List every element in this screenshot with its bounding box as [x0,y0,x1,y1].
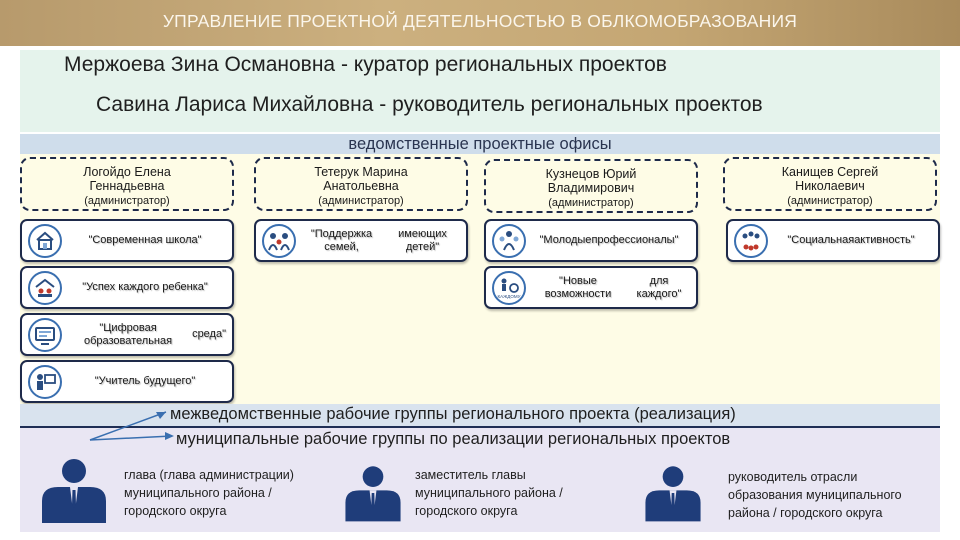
project-label-line2: профессионалы" [591,234,679,246]
project-label-line2: среда" [192,328,226,340]
project-label: "Поддержка семей, имеющих детей" [298,221,460,260]
admin-role: (администратор) [787,195,873,207]
new-opportunities-icon: КАЖДОМУ [492,270,526,305]
project-label-line1: "Цифровая образовательная [83,321,173,347]
project-label-line1: "Новые возможности [544,274,612,300]
interdepartmental-label: межведомственные рабочие группы регионал… [170,405,736,423]
admin-box-teteruk: Тетерук Марина Анатольевна (администрато… [254,157,468,211]
project-teacher-future[interactable]: "Учитель будущего" [20,360,234,403]
digital-screen-icon [28,317,62,352]
social-activity-icon [734,223,768,258]
offices-label: ведомственные проектные офисы [348,135,612,153]
person-icon [345,466,401,522]
head-text: Савина Лариса Михайловна - руководитель … [96,93,763,116]
section-divider [20,426,940,428]
admin-box-kanishchev: Канищев Сергей Николаевич (администратор… [723,157,937,211]
project-child-success[interactable]: "Успех каждого ребенка" [20,266,234,309]
person-line: городского округа [124,504,227,518]
project-digital-environment[interactable]: "Цифровая образовательная среда" [20,313,234,356]
project-label: "Молодые профессионалы" [528,221,690,260]
project-label: "Цифровая образовательная среда" [64,315,226,354]
young-professionals-icon [492,223,526,258]
person-icon [645,466,701,522]
admin-role: (администратор) [318,195,404,207]
project-label-line1: "Поддержка семей, [310,227,373,253]
admin-box-kuznetsov: Кузнецов Юрий Владимирович (администрато… [484,159,698,213]
header-bar [0,0,960,46]
admin-name-line2: Николаевич [795,179,865,193]
leaders-panel [20,50,940,132]
admin-name-line2: Владимирович [547,181,635,195]
admin-name-line2: Анатольевна [323,179,399,193]
teacher-icon [28,364,62,399]
school-icon [28,223,62,258]
project-label: "Учитель будущего" [94,375,196,387]
person-line: муниципального района / [415,486,563,500]
person-line: городского округа [415,504,518,518]
project-new-opportunities[interactable]: КАЖДОМУ "Новые возможности для каждого" [484,266,698,309]
person-line: муниципального района / [124,486,272,500]
admin-name-line1: Кузнецов Юрий [545,167,637,181]
person-text-education-head: руководитель отрасли образования муницип… [728,468,938,522]
family-icon [262,223,296,258]
curator-text: Мержоева Зина Османовна - куратор регион… [64,53,667,76]
person-text-head: глава (глава администрации) муниципально… [124,466,334,520]
person-line: руководитель отрасли [728,470,858,484]
admin-role: (администратор) [548,197,634,209]
project-label-line2: имеющих детей" [398,227,447,253]
project-family-support[interactable]: "Поддержка семей, имеющих детей" [254,219,468,262]
person-line: заместитель главы [415,468,526,482]
project-label-line2: для каждого" [636,274,682,300]
project-young-professionals[interactable]: "Молодые профессионалы" [484,219,698,262]
municipal-label: муниципальные рабочие группы по реализац… [176,430,731,448]
admin-name-line1: Логойдо Елена [83,165,171,179]
child-success-icon [28,270,62,305]
person-line: района / городского округа [728,506,883,520]
admin-name-line1: Тетерук Марина [314,165,408,179]
project-label: "Успех каждого ребенка" [82,281,208,293]
admin-box-logoydo: Логойдо Елена Геннадьевна (администратор… [20,157,234,211]
project-label: "Современная школа" [88,234,202,246]
admin-name-line2: Геннадьевна [89,179,165,193]
project-label-line1: "Молодые [539,234,592,246]
project-label: "Социальная активность" [770,221,932,260]
person-icon [42,459,106,523]
arrows-icon [89,411,174,441]
person-text-deputy: заместитель главы муниципального района … [415,466,615,520]
project-label-line1: "Социальная [787,234,855,246]
person-line: образования муниципального [728,488,902,502]
person-line: глава (глава администрации) [124,468,294,482]
project-social-activity[interactable]: "Социальная активность" [726,219,940,262]
interdepartmental-bar [20,404,940,426]
project-label: "Новые возможности для каждого" [528,268,690,307]
project-modern-school[interactable]: "Современная школа" [20,219,234,262]
page-title: УПРАВЛЕНИЕ ПРОЕКТНОЙ ДЕЯТЕЛЬНОСТЬЮ В ОБЛ… [162,11,798,31]
icon-caption: КАЖДОМУ [498,294,521,299]
admin-name-line1: Канищев Сергей [781,165,879,179]
project-label-line2: активность" [854,234,915,246]
admin-role: (администратор) [84,195,170,207]
offices-bar [20,134,940,154]
municipal-panel [20,428,940,532]
